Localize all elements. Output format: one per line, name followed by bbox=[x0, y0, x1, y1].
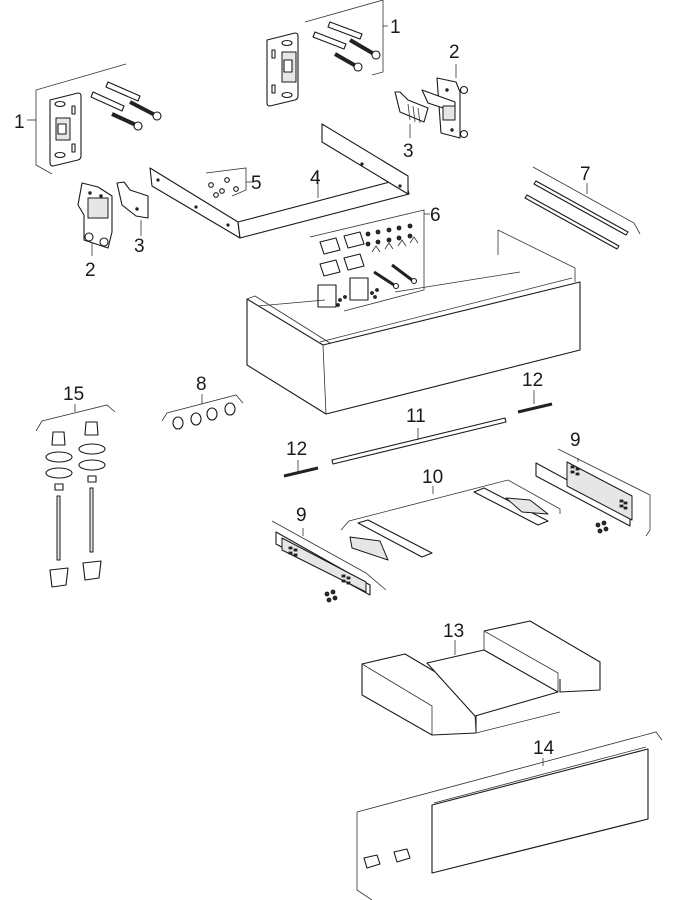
callout-14: 14 bbox=[533, 738, 555, 759]
part-2-left[interactable] bbox=[77, 182, 113, 256]
callout-1-right: 1 bbox=[390, 17, 401, 38]
callout-6: 6 bbox=[430, 205, 441, 226]
callout-4: 4 bbox=[310, 168, 321, 189]
callout-3-right: 3 bbox=[403, 141, 414, 162]
part-12-coupling-left[interactable] bbox=[283, 460, 319, 478]
callout-9-left: 9 bbox=[296, 505, 307, 526]
callout-1-left: 1 bbox=[14, 112, 25, 133]
part-10-damper-set[interactable] bbox=[340, 479, 561, 561]
part-8-cover-caps[interactable] bbox=[161, 394, 244, 430]
callout-12-left: 12 bbox=[286, 439, 307, 460]
part-7-profile-strips[interactable] bbox=[524, 166, 641, 250]
part-13-drawer-body[interactable] bbox=[361, 620, 601, 736]
callout-5: 5 bbox=[251, 173, 262, 194]
cabinet-body[interactable] bbox=[246, 229, 581, 415]
part-11-sync-rod[interactable] bbox=[331, 417, 507, 465]
callout-15: 15 bbox=[63, 384, 84, 405]
part-3-left[interactable] bbox=[116, 181, 149, 236]
callout-12-right: 12 bbox=[522, 370, 543, 391]
part-6-hardware-set[interactable] bbox=[309, 209, 430, 312]
part-14-drawer-front[interactable] bbox=[356, 731, 663, 900]
part-1-left[interactable] bbox=[27, 63, 162, 175]
part-4-mounting-frame[interactable] bbox=[149, 123, 410, 239]
callout-3-left: 3 bbox=[134, 236, 145, 257]
part-12-coupling-right[interactable] bbox=[517, 390, 553, 414]
callout-13: 13 bbox=[443, 621, 464, 642]
callout-8: 8 bbox=[196, 374, 207, 395]
callout-2-left: 2 bbox=[85, 260, 96, 281]
callout-11: 11 bbox=[406, 406, 426, 427]
part-3-right[interactable] bbox=[394, 91, 429, 138]
part-9-runner-right[interactable] bbox=[535, 448, 651, 537]
part-1-right[interactable] bbox=[266, 0, 388, 107]
callout-2-right: 2 bbox=[449, 42, 460, 63]
callout-7: 7 bbox=[580, 164, 591, 185]
callout-9-right: 9 bbox=[570, 430, 581, 451]
part-2-right[interactable] bbox=[421, 64, 469, 139]
callout-10: 10 bbox=[422, 467, 443, 488]
part-15-floor-legs[interactable] bbox=[35, 404, 116, 588]
part-5-screw-set[interactable] bbox=[205, 167, 252, 198]
part-9-runner-left[interactable] bbox=[271, 520, 387, 603]
